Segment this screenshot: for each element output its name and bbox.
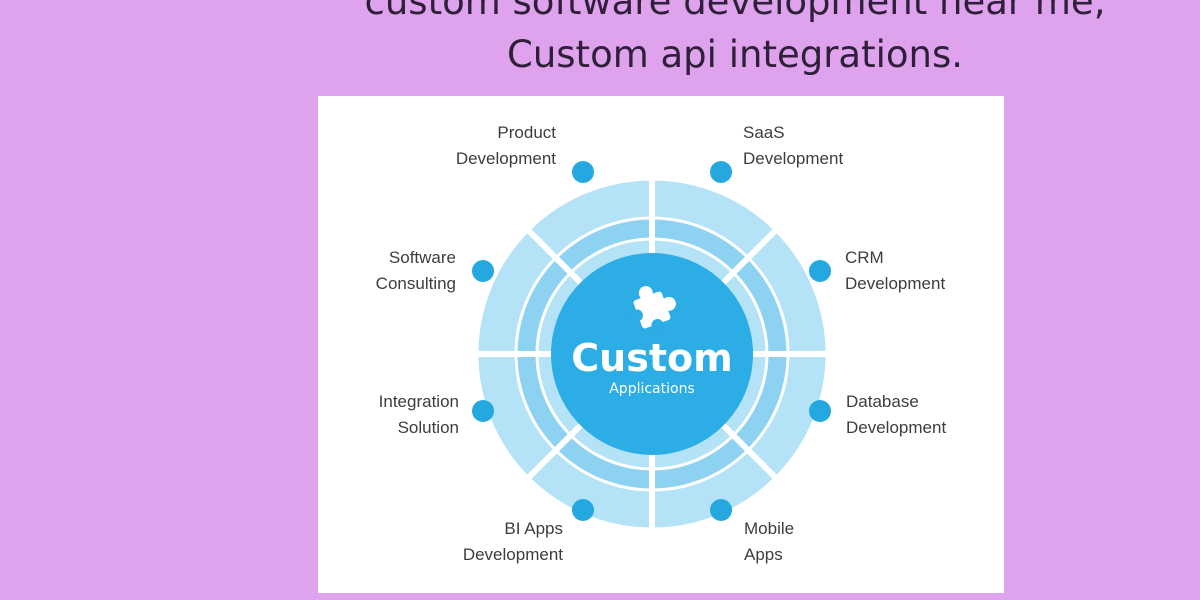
mobile-apps-label-line: Apps [744, 545, 783, 564]
ring-divider [475, 177, 829, 531]
software-consulting-label-line: Software [389, 248, 456, 267]
software-consulting-dot [472, 260, 494, 282]
integration-solution-dot [472, 400, 494, 422]
saas-development-label: SaaS Development [743, 123, 843, 168]
crm-development-dot [809, 260, 831, 282]
saas-development-label-line: SaaS [743, 123, 785, 142]
bi-apps-development-label-line: Development [463, 545, 563, 564]
software-consulting-label-line: Consulting [376, 274, 456, 293]
database-development-label-line: Database [846, 392, 919, 411]
saas-development-dot [710, 161, 732, 183]
bi-apps-development-dot [572, 499, 594, 521]
integration-solution-label-line: Solution [398, 418, 459, 437]
product-development-dot [572, 161, 594, 183]
crm-development-label-line: CRM [845, 248, 884, 267]
ring-divider [514, 216, 790, 492]
ring-separators [475, 177, 829, 531]
crm-development-label-line: Development [845, 274, 945, 293]
integration-solution-label-line: Integration [379, 392, 459, 411]
saas-development-label-line: Development [743, 149, 843, 168]
core-title: Custom [571, 336, 732, 380]
mobile-apps-dot [710, 499, 732, 521]
item-dots [472, 161, 831, 521]
database-development-label-line: Development [846, 418, 946, 437]
headline-line-2: Custom api integrations. [507, 33, 963, 76]
database-development-dot [809, 400, 831, 422]
mobile-apps-label-line: Mobile [744, 519, 794, 538]
product-development-label-line: Development [456, 149, 556, 168]
core-circle [551, 253, 753, 455]
puzzle-piece-icon [630, 286, 676, 332]
bi-apps-development-label-line: BI Apps [504, 519, 563, 538]
product-development-label-line: Product [497, 123, 556, 142]
core-subtitle: Applications [609, 381, 695, 397]
headline-line-1: custom software development near me, [364, 0, 1106, 23]
crm-development-label: CRM Development [845, 248, 945, 293]
ring-divider [535, 237, 769, 471]
